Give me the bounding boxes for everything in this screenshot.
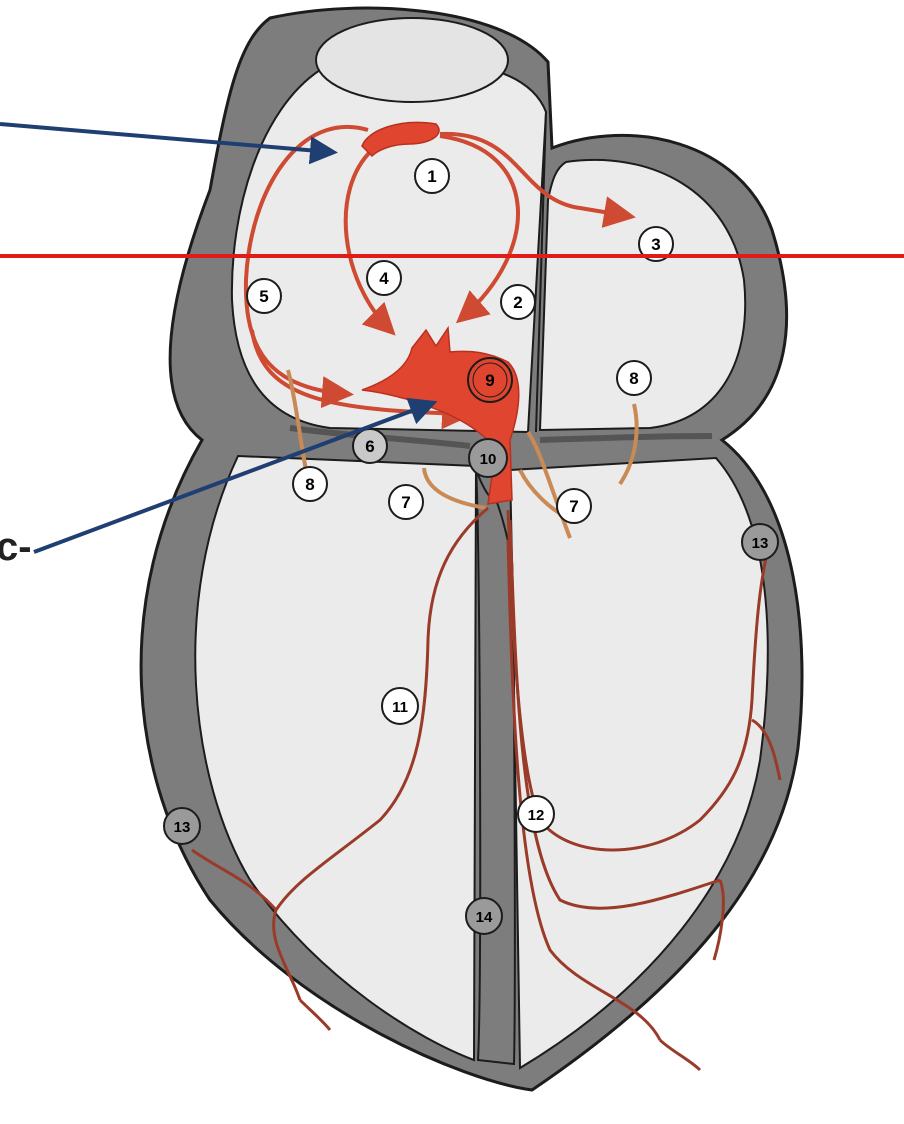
svg-text:1: 1: [427, 167, 436, 186]
label-5: 5: [247, 279, 281, 313]
svg-text:13: 13: [174, 819, 191, 836]
vena-cava-opening: [316, 18, 508, 102]
svg-text:13: 13: [752, 535, 769, 552]
svg-text:14: 14: [476, 909, 493, 926]
svg-text:9: 9: [485, 371, 494, 390]
svg-text:8: 8: [305, 475, 314, 494]
svg-text:7: 7: [569, 497, 578, 516]
svg-text:3: 3: [651, 235, 660, 254]
svg-text:12: 12: [528, 807, 545, 824]
label-7-left: 7: [389, 485, 423, 519]
label-2: 2: [501, 285, 535, 319]
label-8-right: 8: [617, 361, 651, 395]
label-7-right: 7: [557, 489, 591, 523]
label-14: 14: [466, 898, 502, 934]
label-1: 1: [415, 159, 449, 193]
label-13-right: 13: [742, 524, 778, 560]
label-8-left: 8: [293, 467, 327, 501]
label-13-left: 13: [164, 808, 200, 844]
svg-text:6: 6: [365, 437, 374, 456]
edge-text: c-: [0, 525, 32, 569]
svg-text:8: 8: [629, 369, 638, 388]
svg-text:11: 11: [392, 699, 408, 716]
label-4: 4: [367, 261, 401, 295]
right-ventricle: [195, 456, 476, 1060]
svg-text:4: 4: [379, 269, 389, 288]
label-12: 12: [518, 796, 554, 832]
label-6: 6: [353, 429, 387, 463]
svg-text:7: 7: [401, 493, 410, 512]
label-11: 11: [382, 688, 418, 724]
left-ventricle: [510, 458, 768, 1068]
svg-text:2: 2: [513, 293, 522, 312]
label-10: 10: [469, 439, 507, 477]
svg-text:5: 5: [259, 287, 268, 306]
svg-text:10: 10: [480, 451, 497, 468]
